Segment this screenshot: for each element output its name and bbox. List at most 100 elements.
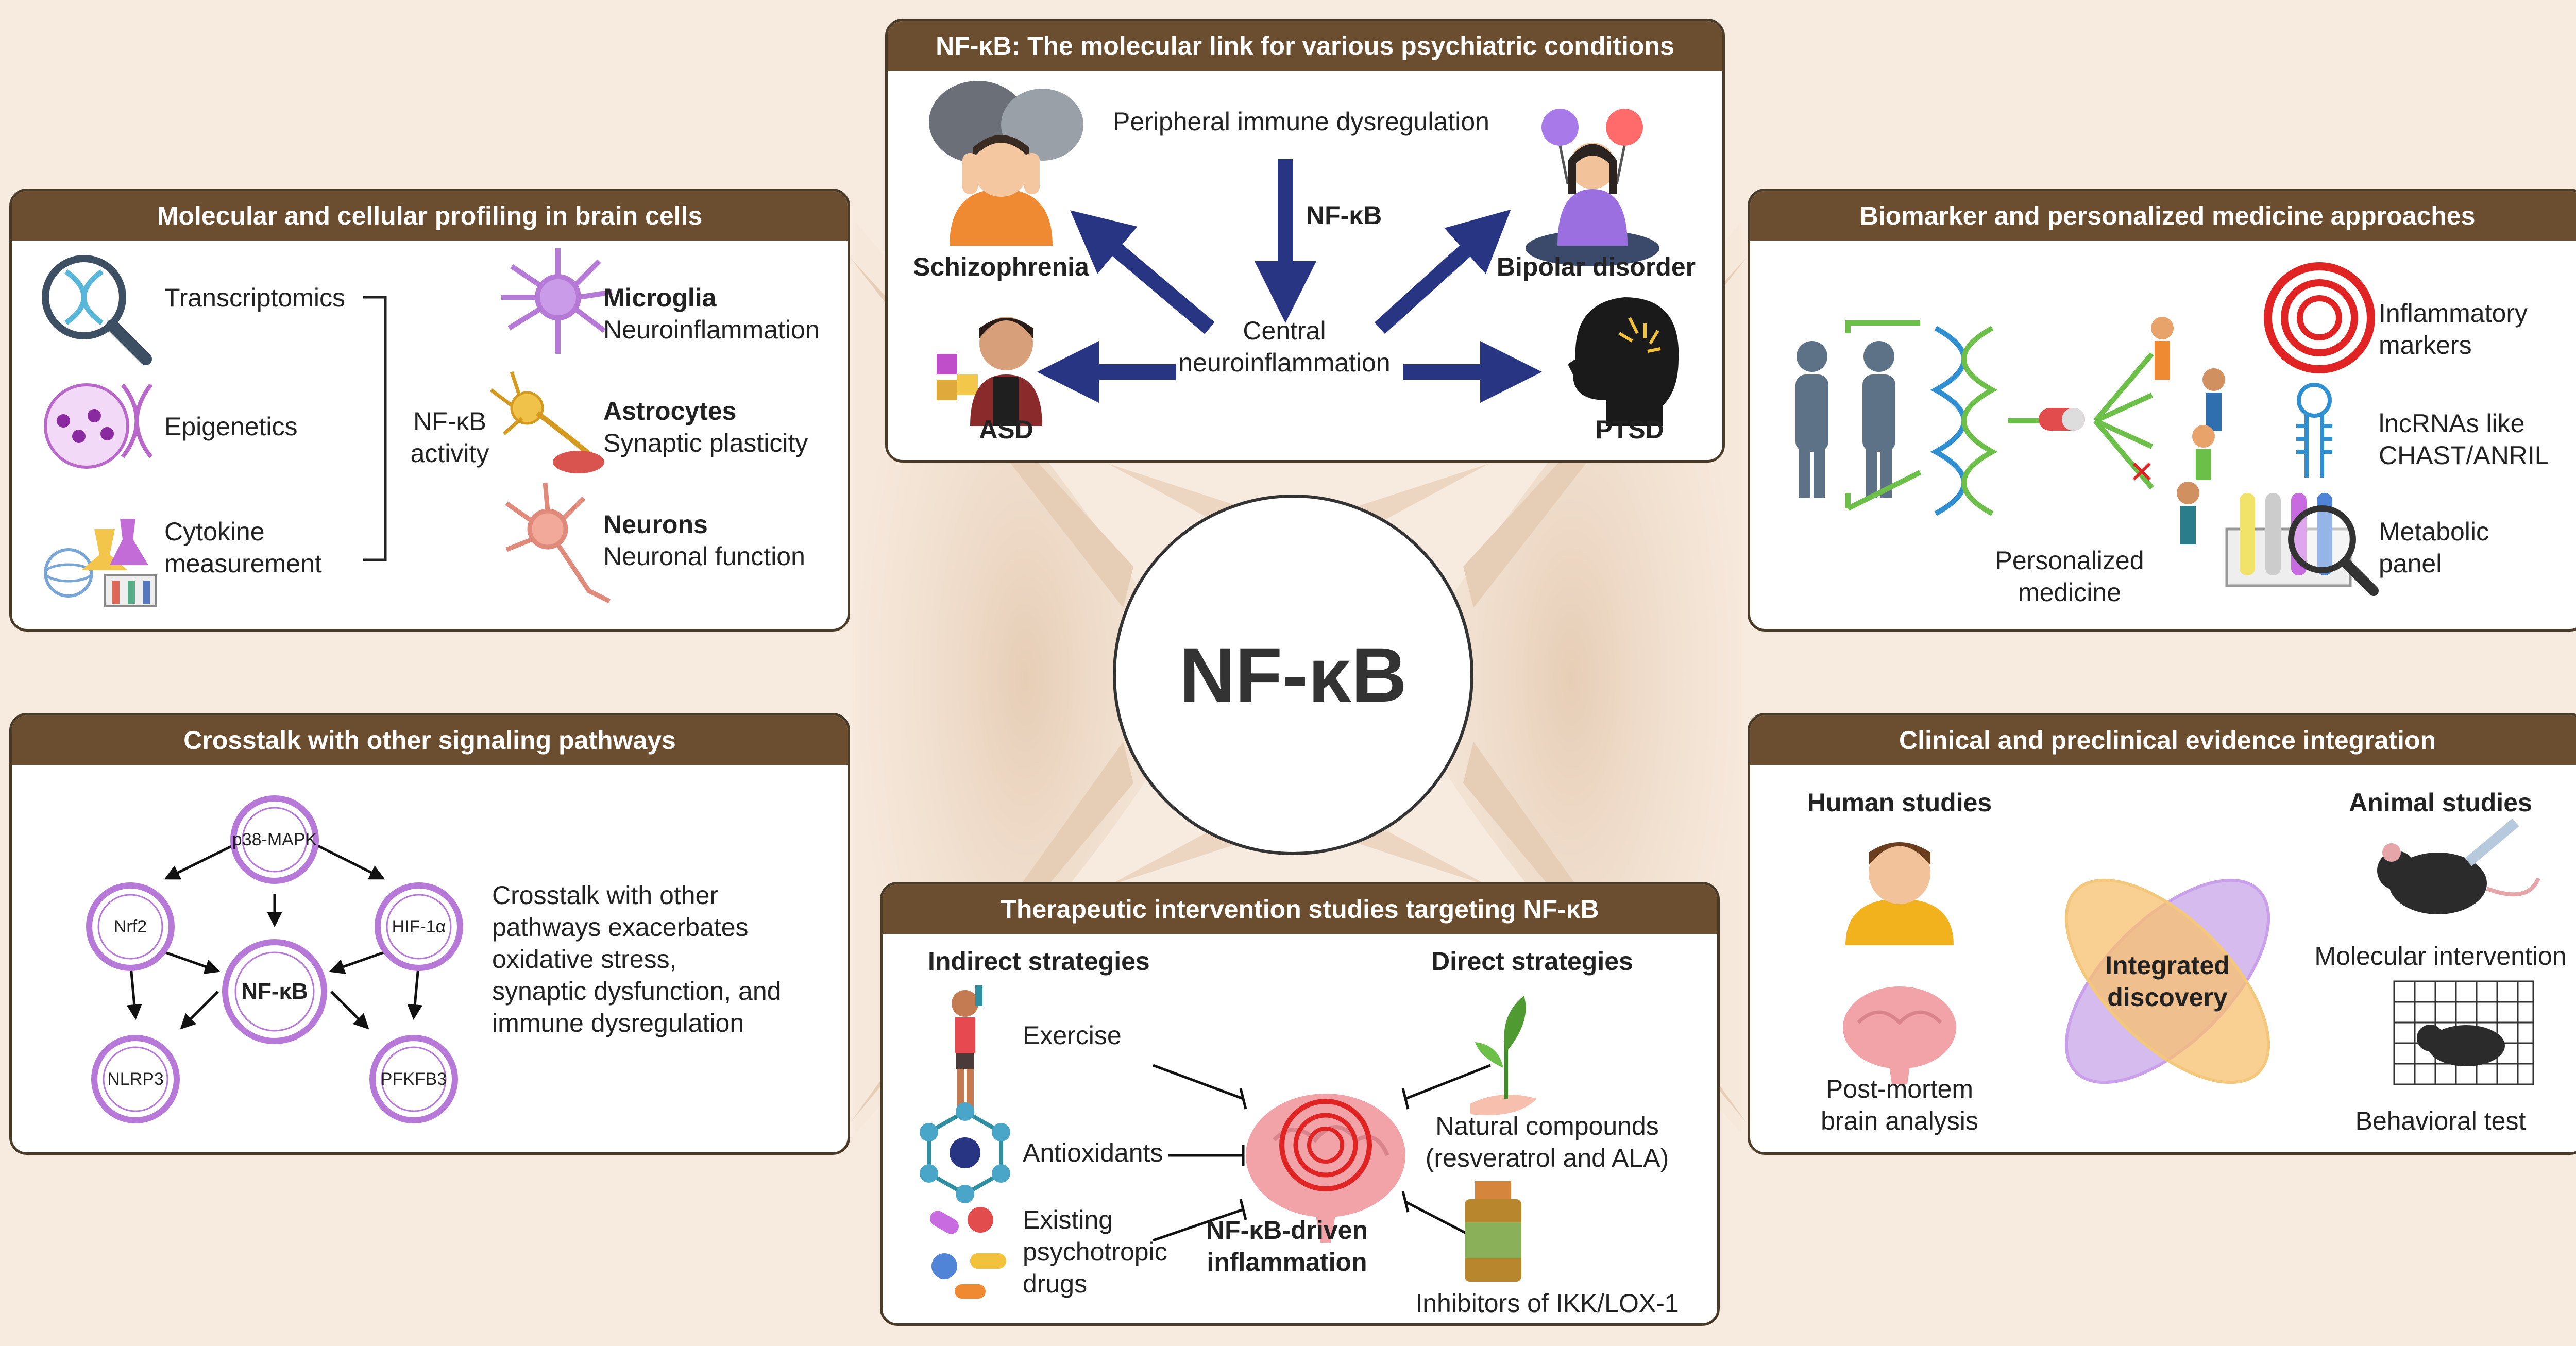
node-p38-mapk: p38-MAPK xyxy=(232,830,317,849)
astrocyte-icon xyxy=(489,371,604,473)
natural-compounds-icon xyxy=(1470,996,1537,1115)
activity-bracket xyxy=(363,296,387,561)
central-line1: Central xyxy=(1243,316,1326,345)
drugs-line2: psychotropic xyxy=(1023,1237,1167,1266)
indirect-strategies-label: Indirect strategies xyxy=(928,947,1150,976)
epigenetics-label: Epigenetics xyxy=(164,412,298,441)
peripheral-label: Peripheral immune dysregulation xyxy=(1113,107,1489,136)
human-silhouettes-icon xyxy=(1795,341,1895,498)
drugs-line3: drugs xyxy=(1023,1269,1088,1298)
target-icon xyxy=(2264,262,2375,373)
antioxidant-icon xyxy=(920,1102,1010,1203)
node-nlrp3: NLRP3 xyxy=(107,1069,164,1089)
biomarker-diagram: ✕ xyxy=(1795,262,2379,596)
crosstalk-desc-5: immune dysregulation xyxy=(492,1009,744,1037)
ptsd-label: PTSD xyxy=(1595,415,1664,444)
neurons-label: Neurons xyxy=(603,510,708,539)
patients-icon xyxy=(2151,317,2225,544)
integrated-discovery-icon xyxy=(2064,878,2270,1084)
human-studies-label: Human studies xyxy=(1807,788,1992,817)
transcriptomics-icon xyxy=(42,255,152,365)
inhibitor-bottle-icon xyxy=(1465,1181,1521,1282)
clinical-panel-header: Clinical and preclinical evidence integr… xyxy=(1750,715,2576,765)
epigenetics-icon xyxy=(44,383,153,469)
bipolar-icon xyxy=(1526,109,1659,266)
psych-diagram xyxy=(929,81,1679,426)
inflammatory-line1: Inflammatory xyxy=(2379,299,2528,328)
neurons-function: Neuronal function xyxy=(603,542,805,571)
behavioral-grid-icon xyxy=(2393,980,2534,1085)
exercise-icon xyxy=(952,985,982,1110)
node-nfkb: NF-κB xyxy=(241,979,308,1004)
central-line2: neuroinflammation xyxy=(1178,348,1391,377)
schizophrenia-label: Schizophrenia xyxy=(913,252,1089,281)
exercise-label: Exercise xyxy=(1023,1021,1122,1050)
center-title: NF-κB xyxy=(1179,631,1407,718)
metabolic-line1: Metabolic xyxy=(2379,517,2489,546)
metabolic-line2: panel xyxy=(2379,549,2442,578)
driven-line1: NF-κB-driven xyxy=(1206,1216,1368,1245)
psychiatric-panel: NF-κB: The molecular link for various ps… xyxy=(885,19,1725,463)
transcriptomics-label: Transcriptomics xyxy=(164,283,345,312)
behavioral-test-label: Behavioral test xyxy=(2355,1106,2526,1135)
animal-studies-label: Animal studies xyxy=(2349,788,2532,817)
brain-icon xyxy=(1843,986,1956,1084)
cytokine-label-line1: Cytokine xyxy=(164,517,265,546)
natural-line2: (resveratrol and ALA) xyxy=(1425,1144,1669,1172)
dna-icon xyxy=(1930,326,1998,516)
bipolar-label: Bipolar disorder xyxy=(1496,252,1696,281)
microglia-label: Microglia xyxy=(603,283,717,312)
crosstalk-desc-1: Crosstalk with other xyxy=(492,881,719,910)
activity-label-line2: activity xyxy=(410,439,489,468)
personalized-line2: medicine xyxy=(2018,578,2122,607)
activity-label-line1: NF-κB xyxy=(413,407,486,436)
integrated-line2: discovery xyxy=(2107,983,2228,1012)
therapeutic-panel-header: Therapeutic intervention studies targeti… xyxy=(883,884,1717,934)
crosstalk-panel-header: Crosstalk with other signaling pathways xyxy=(12,715,848,765)
lncrna-line2: CHAST/ANRIL xyxy=(2379,441,2549,470)
schizophrenia-icon xyxy=(929,81,1083,246)
arrow-to-schizophrenia xyxy=(1070,210,1215,334)
antioxidants-label: Antioxidants xyxy=(1023,1138,1163,1167)
therapeutic-panel: Therapeutic intervention studies targeti… xyxy=(880,882,1720,1326)
direct-strategies-label: Direct strategies xyxy=(1431,947,1633,976)
microglia-function: Neuroinflammation xyxy=(603,315,820,344)
node-nrf2: Nrf2 xyxy=(113,917,147,936)
crosstalk-node-circles xyxy=(86,795,463,1123)
crosstalk-desc-4: synaptic dysfunction, and xyxy=(492,977,782,1006)
metabolic-icon xyxy=(2225,493,2379,596)
driven-line2: inflammation xyxy=(1207,1248,1367,1276)
natural-line1: Natural compounds xyxy=(1435,1112,1659,1140)
crosstalk-desc-3: oxidative stress, xyxy=(492,945,677,974)
lncrna-line1: lncRNAs like xyxy=(2379,409,2525,438)
node-pfkfb3: PFKFB3 xyxy=(380,1069,447,1089)
inflammatory-line2: markers xyxy=(2379,331,2472,360)
crosstalk-network xyxy=(86,795,463,1123)
nfkb-arrow-label: NF-κB xyxy=(1306,201,1382,230)
inhibitors-label: Inhibitors of IKK/LOX-1 xyxy=(1415,1289,1679,1318)
cytokine-label-line2: measurement xyxy=(164,549,322,578)
asd-label: ASD xyxy=(979,415,1033,444)
postmortem-line1: Post-mortem xyxy=(1825,1075,1974,1103)
molecular-panel-header: Molecular and cellular profiling in brai… xyxy=(12,191,848,241)
molecular-intervention-label: Molecular intervention xyxy=(2314,942,2567,970)
personalized-line1: Personalized xyxy=(1995,546,2144,575)
therapeutic-diagram xyxy=(920,985,1537,1299)
clinical-diagram xyxy=(1843,818,2540,1085)
astrocytes-function: Synaptic plasticity xyxy=(603,429,808,457)
crosstalk-panel: Crosstalk with other signaling pathways xyxy=(9,713,850,1155)
neuron-icon xyxy=(505,482,611,604)
astrocytes-label: Astrocytes xyxy=(603,397,737,425)
arrow-to-bipolar xyxy=(1374,209,1511,334)
psychiatric-panel-header: NF-κB: The molecular link for various ps… xyxy=(888,21,1722,71)
drugs-line1: Existing xyxy=(1023,1205,1113,1234)
drugs-icon xyxy=(930,1207,1006,1299)
biomarker-panel: Biomarker and personalized medicine appr… xyxy=(1748,189,2576,632)
human-icon xyxy=(1845,842,1954,945)
clinical-panel: Clinical and preclinical evidence integr… xyxy=(1748,713,2576,1155)
lncrna-icon xyxy=(2296,383,2332,478)
pill-icon xyxy=(2039,408,2085,431)
green-bracket xyxy=(1845,320,1922,511)
mouse-syringe-icon xyxy=(2377,818,2540,914)
molecular-diagram xyxy=(42,248,613,607)
